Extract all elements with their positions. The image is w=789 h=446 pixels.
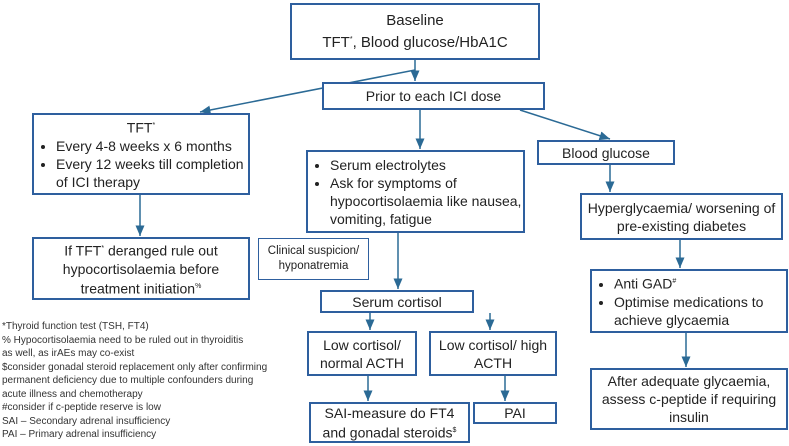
prior-label: Prior to each ICI dose (365, 88, 502, 104)
tft-title: TFT* (126, 119, 156, 136)
glucose-label: Blood glucose (562, 144, 650, 161)
low-cortisol-high-acth-box: Low cortisol/ high ACTH (429, 331, 557, 376)
baseline-title: Baseline (386, 12, 444, 29)
baseline-tests: TFT*, Blood glucose/HbA1C (322, 34, 508, 51)
footnote: PAI – Primary adrenal insufficiency (2, 429, 157, 440)
tft-item: Every 4-8 weeks x 6 months (56, 137, 248, 155)
serum-cortisol-box: Serum cortisol (320, 290, 474, 313)
hyper-label: Hyperglycaemia/ worsening of pre-existin… (587, 199, 776, 234)
tft-deranged-text: If TFT* deranged rule out hypocortisolae… (62, 242, 220, 297)
footnote: *Thyroid function test (TSH, FT4) (2, 321, 149, 332)
footnotes: *Thyroid function test (TSH, FT4) % Hypo… (2, 320, 272, 442)
clinical-label: Clinical suspicion/ hyponatremia (267, 245, 360, 272)
electrolytes-box: Serum electrolytesAsk for symptoms of hy… (306, 150, 525, 233)
electrolytes-item: Ask for symptoms of hypocortisolaemia li… (330, 174, 523, 228)
pai-label: PAI (504, 405, 526, 421)
hyperglycaemia-box: Hyperglycaemia/ worsening of pre-existin… (580, 193, 783, 240)
tft-item: Every 12 weeks till completion of ICI th… (56, 155, 248, 191)
low-normal-label: Low cortisol/ normal ACTH (319, 336, 405, 371)
anti-gad-box: Anti GAD#Optimise medications to achieve… (590, 269, 788, 333)
gad-item: Anti GAD# (614, 273, 786, 293)
tft-box: TFT* Every 4-8 weeks x 6 monthsEvery 12 … (32, 113, 250, 195)
cortisol-label: Serum cortisol (352, 293, 442, 310)
pai-box: PAI (473, 402, 557, 424)
prior-to-ici-box: Prior to each ICI dose (322, 82, 545, 110)
clinical-suspicion-box: Clinical suspicion/ hyponatremia (258, 238, 369, 280)
sai-label: SAI-measure do FT4 and gonadal steroids$ (322, 404, 457, 441)
gad-item: Optimise medications to achieve glycaemi… (614, 293, 786, 329)
low-cortisol-normal-acth-box: Low cortisol/ normal ACTH (307, 331, 417, 376)
tft-deranged-box: If TFT* deranged rule out hypocortisolae… (32, 237, 250, 300)
footnote: SAI – Secondary adrenal insufficiency (2, 415, 171, 427)
footnote: $consider gonadal steroid replacement on… (2, 361, 268, 400)
low-high-label: Low cortisol/ high ACTH (438, 336, 548, 371)
footnote: % Hypocortisolaemia need to be ruled out… (2, 334, 244, 360)
blood-glucose-box: Blood glucose (537, 140, 675, 165)
footnote: #consider if c-peptide reserve is low (2, 402, 161, 413)
baseline-box: Baseline TFT*, Blood glucose/HbA1C (290, 3, 540, 60)
after-glycaemia-box: After adequate glycaemia, assess c-pepti… (590, 368, 788, 430)
electrolytes-item: Serum electrolytes (330, 156, 523, 174)
sai-box: SAI-measure do FT4 and gonadal steroids$ (309, 402, 470, 443)
after-label: After adequate glycaemia, assess c-pepti… (601, 373, 777, 425)
